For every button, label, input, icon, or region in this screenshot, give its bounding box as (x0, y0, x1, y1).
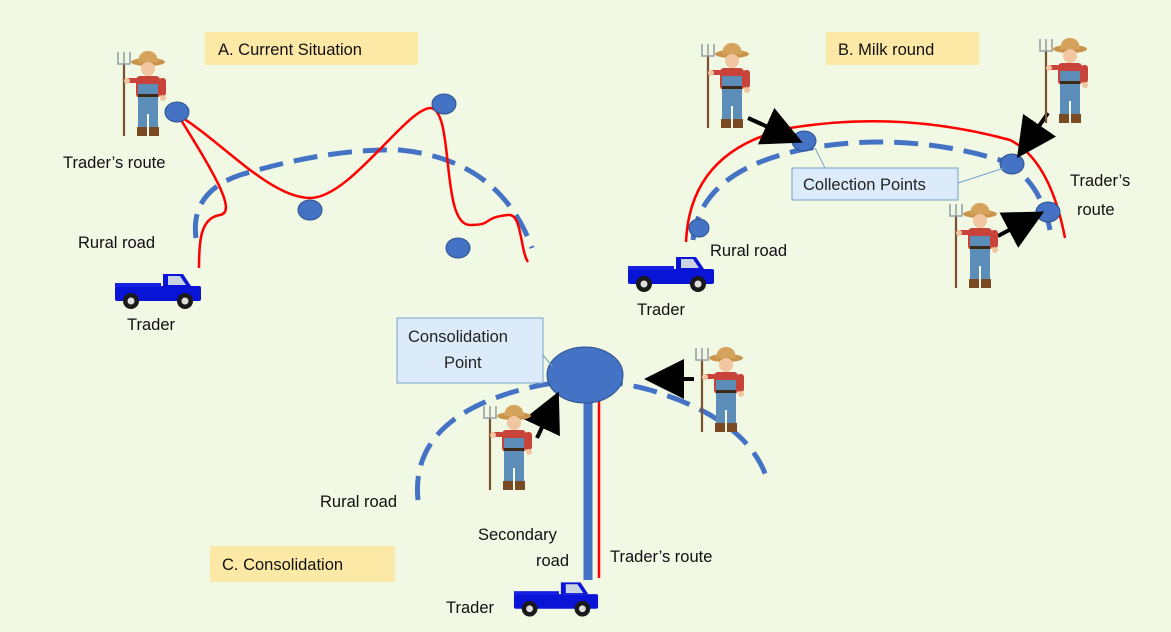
panel-b-traders-route-label-2: route (1077, 201, 1115, 219)
traders-route-a (176, 106, 530, 269)
collection-points-callout (791, 167, 959, 201)
panel-c-title-box (210, 546, 395, 582)
truck-icon (628, 257, 714, 292)
farm-point (431, 93, 457, 115)
arrow-icon (747, 107, 803, 145)
truck-icon (513, 582, 599, 617)
panel-a-trader-label: Trader (127, 316, 175, 334)
panel-b-trader-label: Trader (637, 301, 685, 319)
collection-point (1035, 201, 1061, 223)
traders-route-b (684, 120, 1067, 243)
panel-b-title: B. Milk round (838, 41, 934, 59)
arrow-icon (997, 211, 1045, 248)
collection-points-label: Collection Points (803, 176, 926, 194)
callout-pointer (957, 167, 1005, 184)
farm-point (297, 199, 323, 221)
farmer-icon (1038, 36, 1090, 125)
panel-c-traders-route-label: Trader’s route (610, 548, 712, 566)
panel-b-title-box (826, 32, 979, 65)
collection-point (999, 153, 1025, 175)
farmer-icon (116, 49, 168, 138)
panel-a-title: A. Current Situation (218, 41, 362, 59)
panel-a: A. Current Situation Trader’s route Rura… (63, 32, 535, 334)
farmer-icon (700, 41, 752, 130)
panel-a-traders-route-label: Trader’s route (63, 154, 165, 172)
panel-b-rural-road-label: Rural road (710, 242, 787, 260)
farm-point (445, 237, 471, 259)
arrow-icon (523, 391, 560, 439)
panel-c: C. Consolidation Consolidation Point Rur… (210, 317, 771, 617)
farmer-icon (948, 201, 1000, 290)
panel-a-rural-road-label: Rural road (78, 234, 155, 252)
collection-point (791, 130, 817, 152)
panel-b: B. Milk round Collection Points Trader’s… (628, 32, 1130, 319)
arrow-icon (1016, 111, 1057, 159)
panel-c-secondary-road-label-2: road (536, 552, 569, 570)
panel-b-traders-route-label-1: Trader’s (1070, 172, 1130, 190)
panel-c-title: C. Consolidation (222, 556, 343, 574)
consolidation-point-callout (396, 317, 544, 384)
truck-icon (115, 274, 201, 309)
farmer-icon (694, 345, 746, 434)
consolidation-label-2: Point (444, 354, 482, 372)
rural-road-b (690, 139, 1053, 241)
panel-c-trader-label: Trader (446, 599, 494, 617)
callout-pointer (542, 354, 553, 367)
panel-a-title-box (205, 32, 418, 65)
rural-road-a (192, 147, 535, 249)
collection-point (688, 218, 710, 238)
consolidation-label-1: Consolidation (408, 328, 508, 346)
consolidation-point (546, 346, 624, 404)
farmer-icon (482, 403, 534, 492)
farm-point (164, 101, 190, 123)
callout-pointer (814, 147, 827, 171)
panel-c-secondary-road-label-1: Secondary (478, 526, 558, 544)
panel-c-rural-road-label: Rural road (320, 493, 397, 511)
